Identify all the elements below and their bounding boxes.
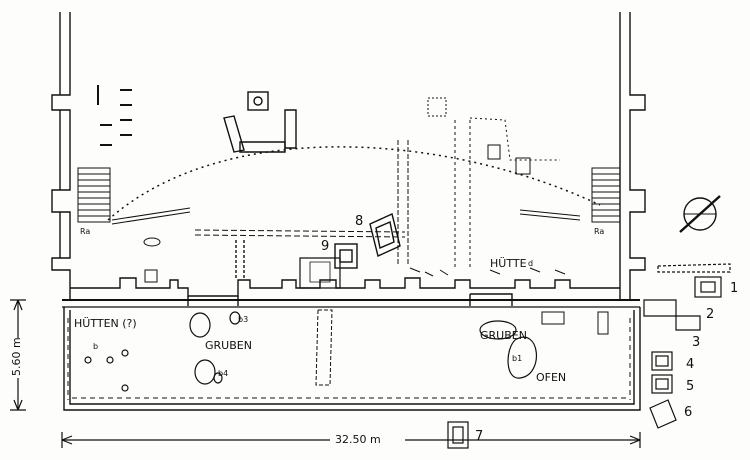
label-pit-b: b [93,342,99,351]
feature-number-3: 3 [692,335,701,350]
central-feature [223,91,297,153]
feature-number-7: 7 [475,429,484,444]
feature-number-8: 8 [355,214,364,229]
feature-number-5: 5 [686,379,695,394]
label-pit-b3: b3 [238,315,249,324]
feature-number-6: 6 [684,405,693,420]
label-huette: HÜTTE [490,257,527,270]
dimension-lines [10,299,641,448]
north-arrow-icon [679,195,721,233]
rubble-marks [97,85,132,146]
enclosure-walls [51,12,646,411]
feature-number-9: 9 [321,239,330,254]
label-pit-d: d [528,259,534,268]
label-ra-right: Ra [594,227,605,236]
scattered-stones [143,237,566,283]
features-8-9 [235,213,401,280]
label-ra-left: Ra [80,227,91,236]
dimension-width-label: 32.50 m [335,433,381,446]
label-pit-b1: b1 [512,354,523,363]
pits [84,311,538,392]
side-features [447,263,731,449]
feature-number-1: 1 [730,281,739,296]
dimension-height-label: 5.60 m [10,337,23,376]
label-ofen: OFEN [536,371,567,384]
vertical-walls [397,97,560,270]
crenellated-wall [70,257,620,306]
stone-borders [67,318,631,405]
label-gruben-left: GRUBEN [205,339,252,352]
feature-number-4: 4 [686,357,695,372]
stone-rows [111,207,581,238]
label-gruben-right: GRUBEN [480,329,527,342]
lower-walls [315,309,609,386]
label-pit-b4: b4 [218,369,229,378]
staircases [77,167,621,223]
label-huetten: HÜTTEN (?) [74,317,137,330]
feature-number-2: 2 [706,307,715,322]
